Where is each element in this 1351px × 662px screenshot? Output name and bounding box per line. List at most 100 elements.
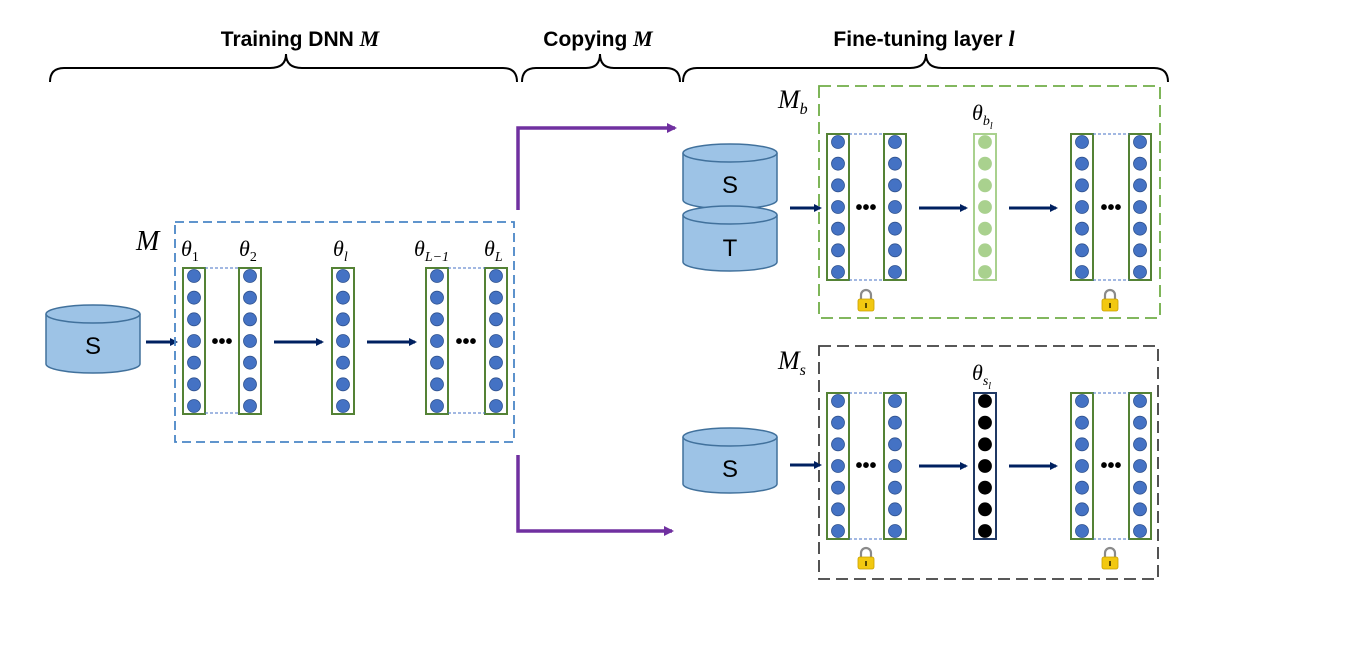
ellipsis-m-2: ••• — [455, 331, 476, 353]
layer-label-theta-s: θsl — [972, 360, 991, 392]
svg-text:S: S — [85, 333, 101, 360]
neuron — [336, 334, 350, 348]
phase-title-finetuning: Fine-tuning layer l — [833, 26, 1015, 51]
neuron — [430, 399, 444, 413]
neuron — [1133, 437, 1147, 452]
layer-m-1 — [182, 267, 206, 415]
svg-text:θl: θl — [333, 236, 348, 265]
neuron — [831, 265, 845, 279]
neuron — [888, 437, 902, 452]
model-s-label: Ms — [777, 346, 806, 379]
neuron — [489, 377, 503, 392]
neuron — [831, 221, 845, 236]
neuron — [1133, 200, 1147, 214]
neuron — [243, 269, 257, 283]
neuron — [1133, 502, 1147, 517]
neuron — [243, 334, 257, 348]
neuron — [831, 524, 845, 538]
neuron — [243, 312, 257, 327]
svg-text:T: T — [723, 235, 738, 262]
neuron — [1075, 394, 1089, 408]
neuron — [430, 312, 444, 327]
svg-text:θL: θL — [484, 236, 503, 265]
neuron — [888, 156, 902, 171]
neuron — [831, 394, 845, 408]
neuron — [888, 415, 902, 430]
neuron — [489, 312, 503, 327]
neuron — [1075, 200, 1089, 214]
neuron — [1133, 156, 1147, 171]
neuron — [1133, 415, 1147, 430]
neuron — [187, 377, 201, 392]
neuron — [1075, 480, 1089, 495]
database-s-top: S — [682, 143, 778, 210]
neuron — [888, 200, 902, 214]
svg-text:θ1: θ1 — [181, 236, 199, 265]
neuron — [1133, 178, 1147, 193]
ellipsis-b-1: ••• — [855, 197, 876, 219]
phase-title-training: Training DNN M — [221, 26, 381, 51]
neuron — [831, 415, 845, 430]
neuron — [978, 415, 992, 430]
lock-icon — [857, 288, 875, 312]
neuron — [489, 355, 503, 370]
layer-b-1 — [826, 133, 850, 281]
svg-text:θL−1: θL−1 — [414, 236, 449, 265]
neuron — [831, 502, 845, 517]
model-b-label: Mb — [777, 85, 808, 118]
layer-m-l — [331, 267, 355, 415]
svg-text:θ2: θ2 — [239, 236, 257, 265]
neuron — [243, 399, 257, 413]
neuron — [1075, 437, 1089, 452]
neuron — [1075, 415, 1089, 430]
database-s-bottom: S — [682, 427, 778, 494]
neuron — [243, 355, 257, 370]
layer-s-3 — [1070, 392, 1094, 540]
neuron — [978, 437, 992, 452]
svg-text:S: S — [722, 456, 738, 483]
neuron — [978, 221, 992, 236]
neuron — [187, 355, 201, 370]
neuron — [831, 459, 845, 473]
neuron — [831, 156, 845, 171]
layer-labels-training: θ1 θ2 θl θL−1 θL — [181, 236, 503, 265]
database-s-training: S — [45, 304, 141, 374]
neuron — [1133, 243, 1147, 258]
neuron — [888, 502, 902, 517]
neuron — [489, 334, 503, 348]
neuron — [831, 243, 845, 258]
neuron — [1075, 243, 1089, 258]
layer-b-3 — [1070, 133, 1094, 281]
neuron — [430, 290, 444, 305]
neuron — [1133, 394, 1147, 408]
neuron — [187, 269, 201, 283]
neuron — [978, 200, 992, 214]
neuron — [336, 399, 350, 413]
layer-s-1 — [826, 392, 850, 540]
neuron — [978, 156, 992, 171]
ellipsis-s-2: ••• — [1100, 455, 1121, 477]
ellipsis-s-1: ••• — [855, 455, 876, 477]
layer-b-finetune — [973, 133, 997, 281]
neuron — [888, 394, 902, 408]
layer-label-theta-b: θbl — [972, 100, 993, 132]
neuron — [1075, 459, 1089, 473]
lock-icon — [857, 546, 875, 570]
neuron — [978, 243, 992, 258]
neuron — [430, 355, 444, 370]
neuron — [243, 290, 257, 305]
neuron — [336, 290, 350, 305]
neuron — [1133, 221, 1147, 236]
neuron — [1133, 480, 1147, 495]
neuron — [489, 269, 503, 283]
neuron — [336, 377, 350, 392]
brace-finetuning — [682, 53, 1169, 83]
neuron — [1075, 135, 1089, 149]
neuron — [489, 399, 503, 413]
neuron — [888, 524, 902, 538]
lock-icon — [1101, 546, 1119, 570]
neuron — [430, 377, 444, 392]
neuron — [978, 480, 992, 495]
neuron — [430, 269, 444, 283]
